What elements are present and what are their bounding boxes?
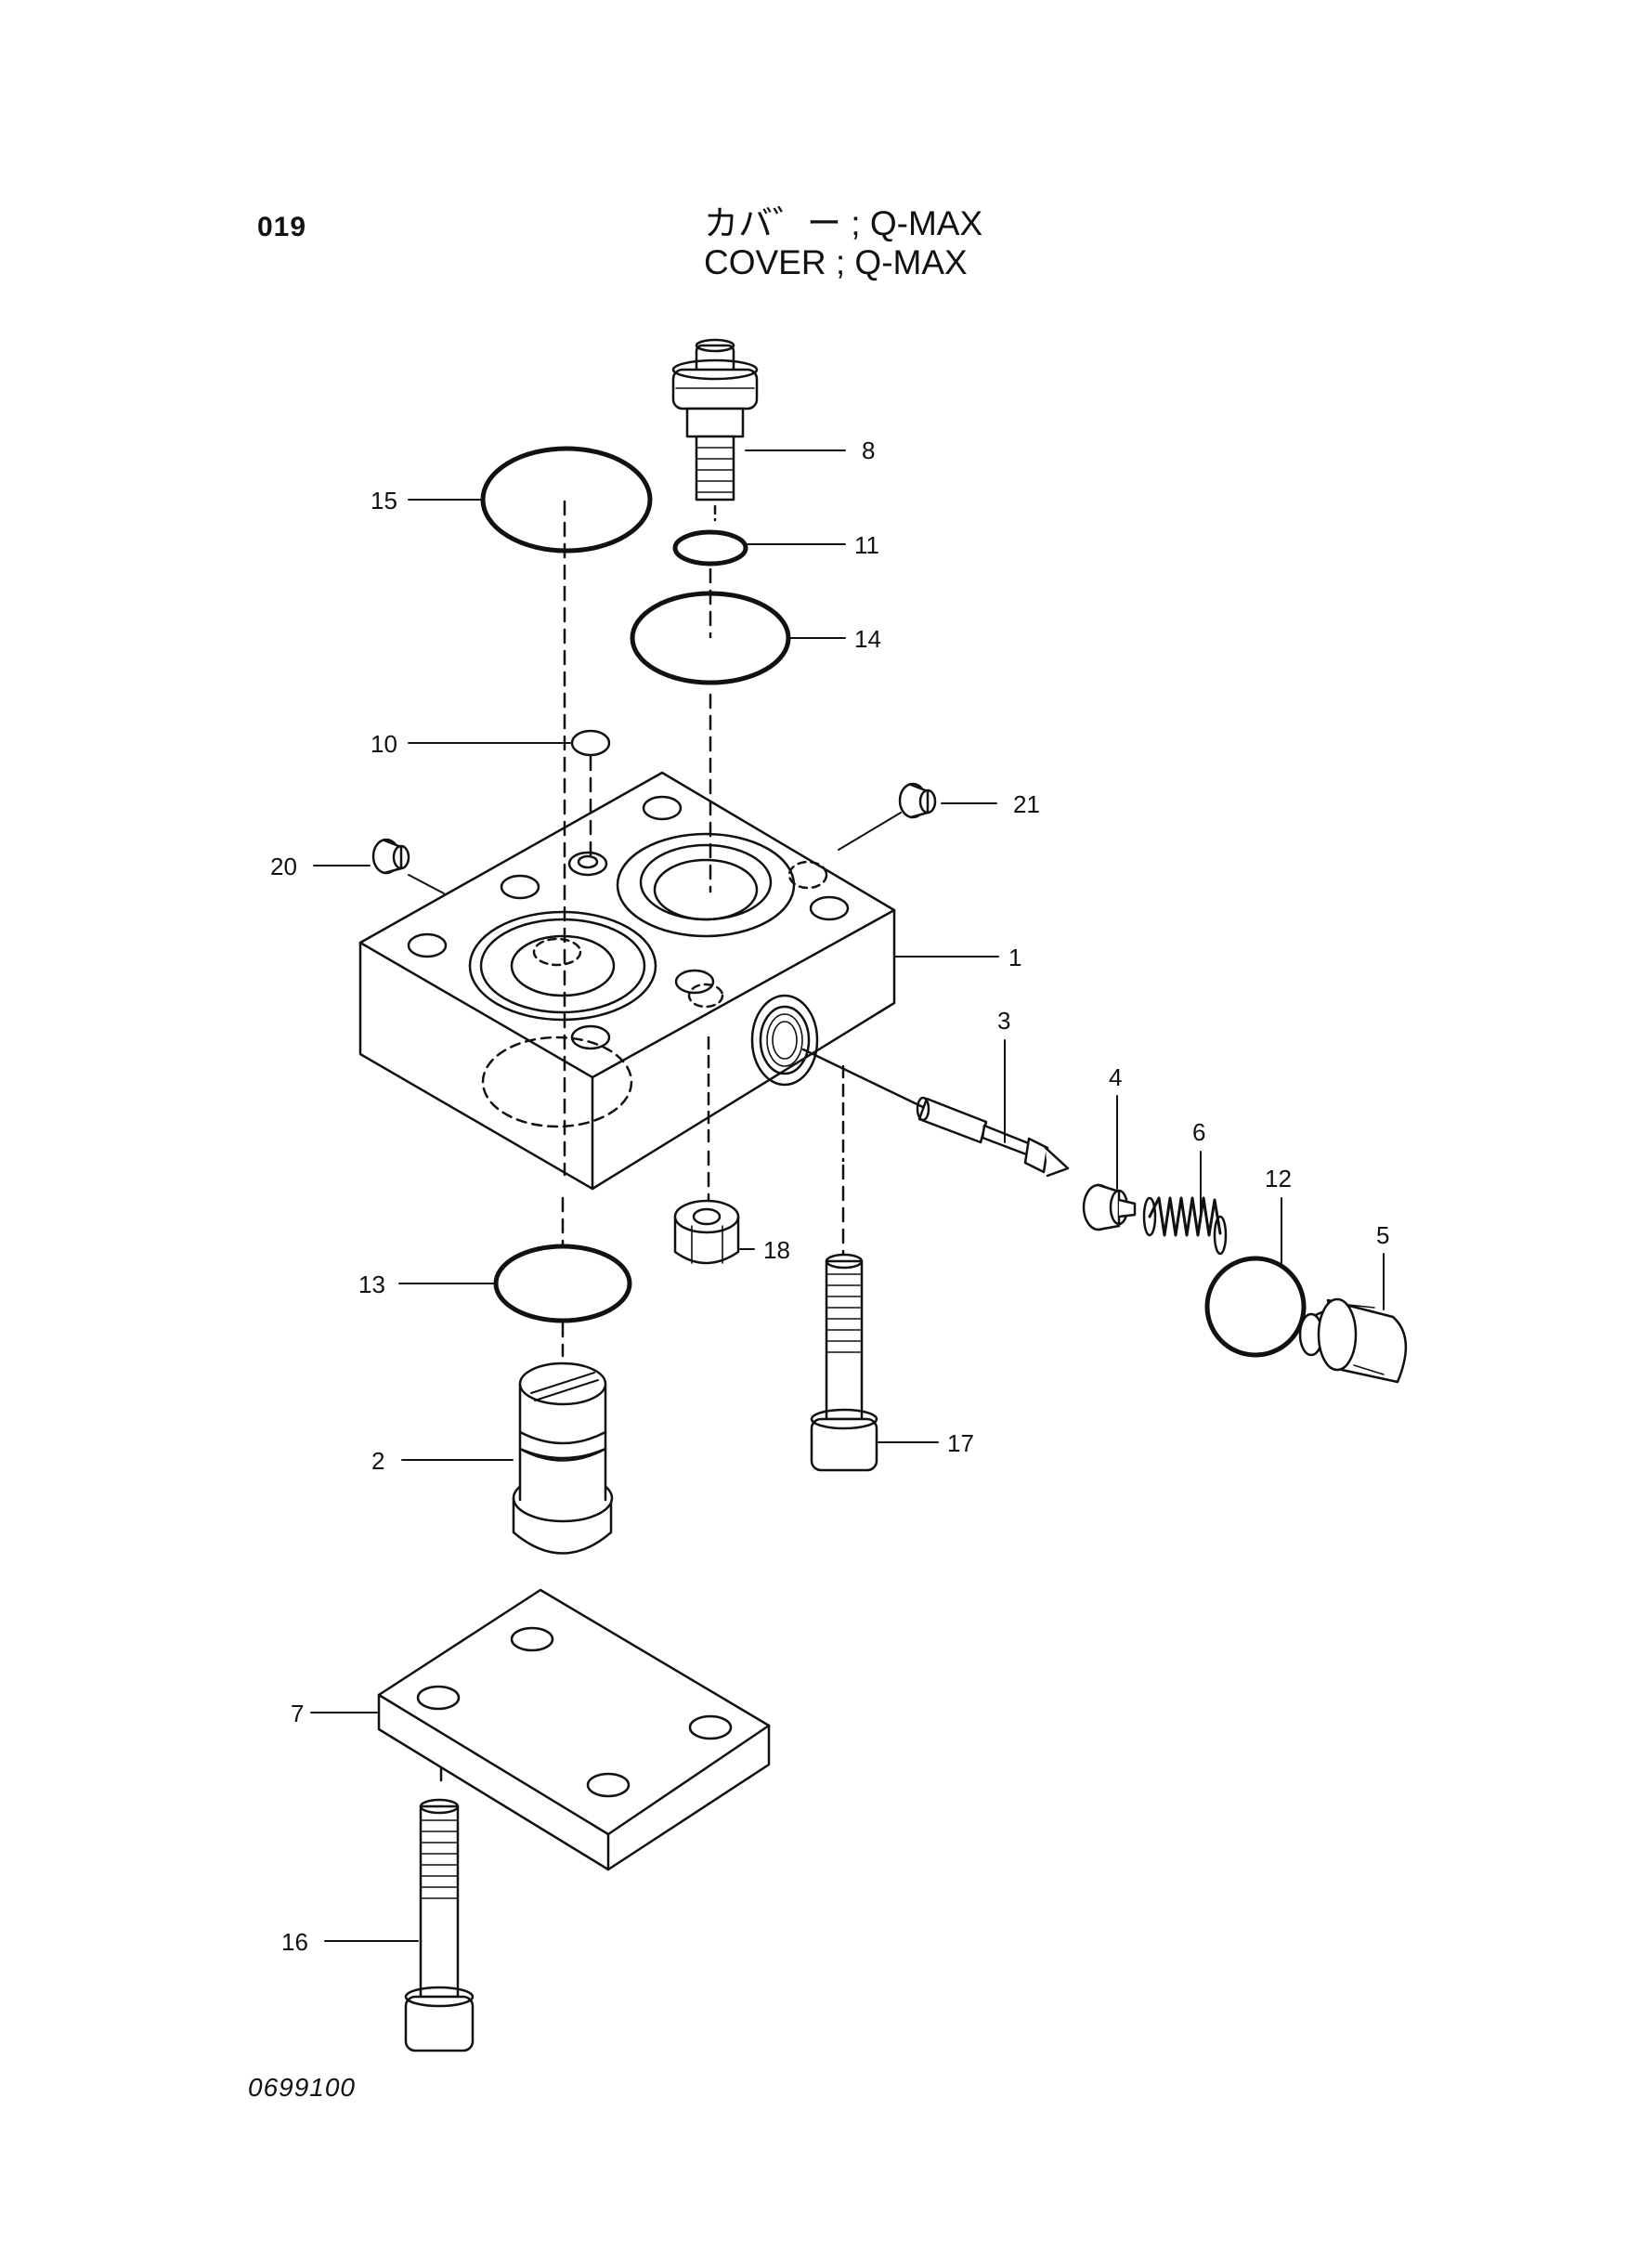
cover-block [358,771,896,1191]
callout-6: 6 [1192,1118,1205,1146]
callout-18: 18 [763,1236,790,1264]
drawing-number: 0699100 [248,2073,357,2102]
base-plate-7 [377,1588,771,1871]
piston-2 [512,1362,614,1555]
callout-8: 8 [862,436,875,464]
callout-11: 11 [854,531,879,559]
title-japanese: カバ゛ー ; Q-MAX [704,204,983,242]
callout-1: 1 [1008,944,1021,971]
o-ring-10 [570,729,611,757]
hex-plug-5 [1298,1297,1408,1384]
leader-lines [310,449,1385,1942]
poppet-3 [801,1048,1070,1178]
callout-21: 21 [1013,790,1040,818]
spring-6 [1142,1196,1228,1256]
o-ring-13 [493,1244,632,1323]
callout-5: 5 [1376,1221,1389,1249]
assembly-centerlines [439,500,845,1790]
callout-13: 13 [358,1270,385,1298]
bolt-16 [404,1798,475,2052]
callout-15: 15 [371,487,397,515]
title-english: COVER ; Q-MAX [704,243,968,281]
callout-20: 20 [270,853,297,880]
plug-20 [371,838,410,875]
callout-12: 12 [1265,1165,1292,1192]
nut-18 [673,1199,740,1265]
callout-2: 2 [371,1447,384,1475]
callout-4: 4 [1109,1063,1122,1091]
plug-screw-8 [671,338,759,502]
plug-21 [898,782,937,819]
page-number: 019 [257,212,307,242]
callout-14: 14 [854,625,881,653]
callout-17: 17 [947,1429,974,1457]
callout-16: 16 [281,1928,308,1956]
callout-7: 7 [291,1700,304,1727]
seat-4 [1082,1183,1137,1231]
bolt-17 [810,1253,878,1472]
o-ring-11 [672,529,748,567]
o-ring-15 [480,446,653,554]
callout-labels: 8 15 11 14 10 21 20 1 3 4 6 12 5 18 13 1… [270,436,1389,1956]
callout-10: 10 [371,730,397,758]
callout-3: 3 [997,1007,1010,1035]
o-ring-12 [1204,1256,1307,1358]
